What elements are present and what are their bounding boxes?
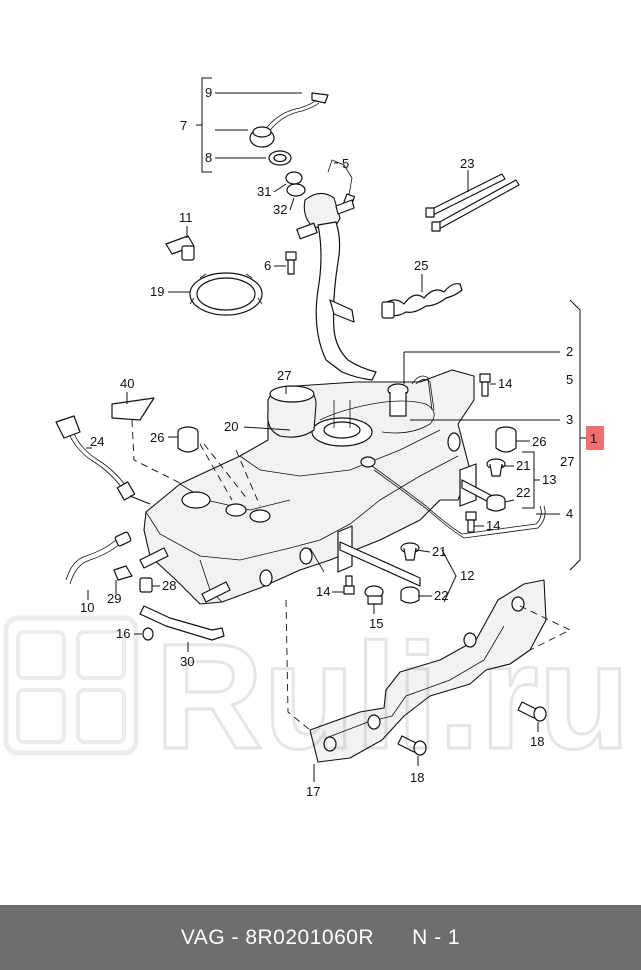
leader-lines — [115, 351, 560, 597]
callout-26: 26 — [150, 430, 164, 445]
spiral-clip-25-icon — [381, 274, 463, 319]
sensor-15-icon — [364, 585, 384, 614]
bolt-6-icon — [274, 251, 297, 275]
callout-30: 30 — [180, 654, 194, 669]
fuel-tank-icon — [139, 352, 546, 605]
callout-26b: 26 — [532, 434, 546, 449]
filler-cap-assembly — [196, 77, 377, 381]
callout-22b: 22 — [434, 588, 448, 603]
callout-22: 22 — [516, 485, 530, 500]
bolt-18-icon — [397, 701, 547, 766]
callout-29: 29 — [107, 591, 121, 606]
callout-2: 2 — [566, 344, 573, 359]
callout-labels: 9 7 8 5 31 32 23 11 6 19 25 2 5 27 14 40… — [80, 85, 597, 799]
callout-1: 1 — [590, 431, 597, 446]
callout-4: 4 — [566, 506, 573, 521]
callout-21b: 21 — [432, 544, 446, 559]
callout-32: 32 — [273, 202, 287, 217]
grommet-22-icon — [400, 494, 506, 604]
callout-40: 40 — [120, 376, 134, 391]
bolt-14-icon — [343, 373, 491, 595]
callout-31: 31 — [257, 184, 271, 199]
bracket-12-icon — [337, 525, 457, 603]
part-number: 8R0201060R — [245, 925, 375, 949]
callout-27b: 27 — [560, 454, 574, 469]
callout-21: 21 — [516, 458, 530, 473]
callout-28: 28 — [162, 578, 176, 593]
callout-13: 13 — [542, 472, 556, 487]
bracket-30-icon — [134, 605, 225, 652]
footer-gap — [374, 926, 412, 950]
callout-15: 15 — [369, 616, 383, 631]
callout-3: 3 — [566, 412, 573, 427]
assembly-bracket-1 — [569, 299, 604, 571]
connector-11-icon — [165, 226, 195, 261]
callout-14b: 14 — [486, 518, 500, 533]
separator: - — [225, 925, 246, 949]
callout-14c: 14 — [316, 584, 330, 599]
callout-25: 25 — [414, 258, 428, 273]
quantity-label: N - 1 — [412, 925, 461, 949]
callout-7: 7 — [180, 118, 187, 133]
callout-18b: 18 — [410, 770, 424, 785]
part-number-footer: VAG - 8R0201060R N - 1 — [0, 905, 641, 970]
tie-strap-23-icon — [425, 170, 520, 232]
callout-17: 17 — [306, 784, 320, 799]
callout-19: 19 — [150, 284, 164, 299]
clip-28-icon — [113, 565, 153, 593]
bumper-26-icon — [177, 426, 517, 501]
callout-9: 9 — [205, 85, 212, 100]
brand-label: VAG — [180, 925, 226, 949]
callout-5b: 5 — [566, 372, 573, 387]
callout-20: 20 — [224, 419, 238, 434]
callout-8: 8 — [205, 150, 212, 165]
highlight-marker — [586, 426, 604, 450]
callout-24: 24 — [90, 434, 104, 449]
callout-23: 23 — [460, 156, 474, 171]
callout-6: 6 — [264, 258, 271, 273]
callout-14: 14 — [498, 376, 512, 391]
fuel-tank-exploded-diagram: 9 7 8 5 31 32 23 11 6 19 25 2 5 27 14 40… — [3, 77, 604, 799]
callout-12: 12 — [460, 568, 474, 583]
callout-5: 5 — [342, 156, 349, 171]
watermark-logo-icon — [3, 615, 139, 756]
hose-10-icon — [65, 531, 132, 600]
callout-27: 27 — [277, 368, 291, 383]
locking-ring-19-icon — [168, 272, 263, 316]
breather-hose-24-icon — [55, 415, 151, 505]
cap-21-icon — [400, 458, 506, 561]
callout-18: 18 — [530, 734, 544, 749]
gasket-40-icon — [111, 392, 191, 489]
callout-10: 10 — [80, 600, 94, 615]
callout-16: 16 — [116, 626, 130, 641]
callout-11: 11 — [179, 210, 193, 225]
heat-shield-17-icon — [285, 579, 572, 782]
